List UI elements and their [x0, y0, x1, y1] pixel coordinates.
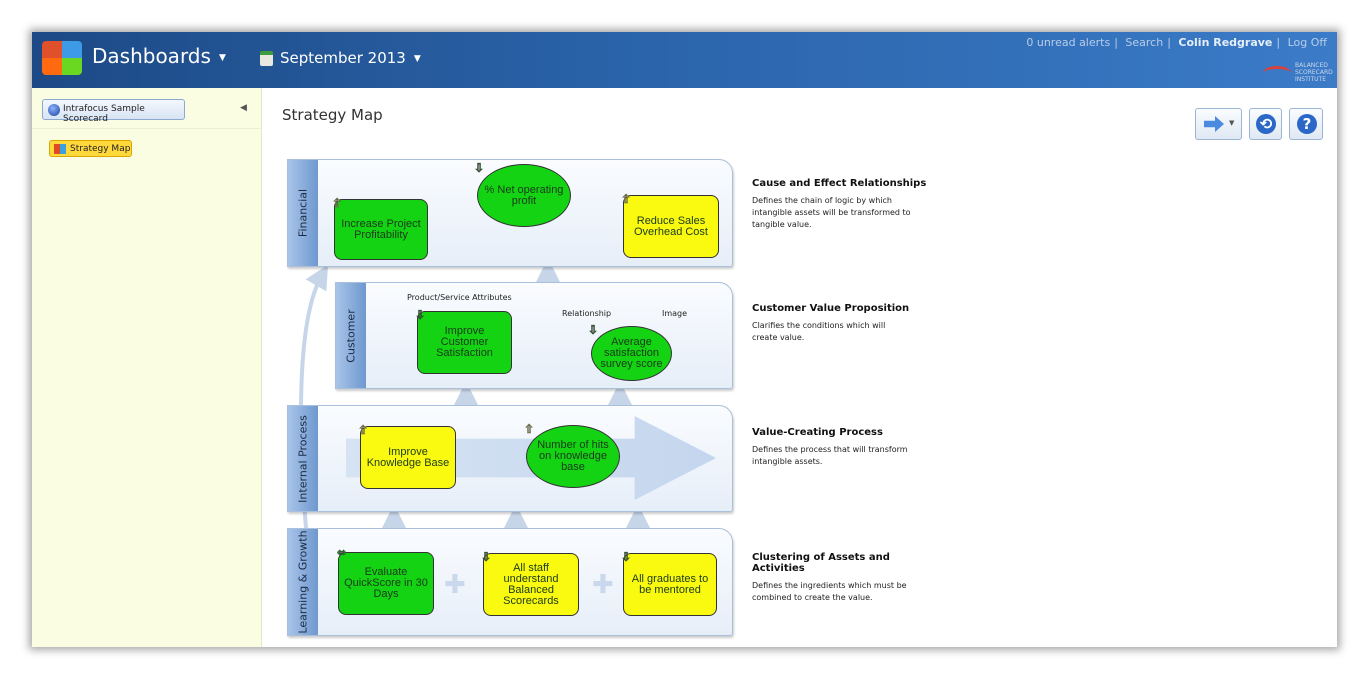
- dashboards-label: Dashboards: [92, 44, 211, 68]
- objective-label: Improve Knowledge Base: [366, 445, 450, 469]
- description-text: Defines the process that will transform …: [752, 445, 908, 466]
- description-text: Clarifies the conditions which will crea…: [752, 321, 886, 342]
- perspective-internal-process: Internal Process: [287, 405, 733, 512]
- period-label: September 2013: [280, 49, 406, 67]
- objective-improve-knowledge-base[interactable]: Improve Knowledge Base: [360, 426, 456, 489]
- user-link[interactable]: Colin Redgrave: [1178, 36, 1273, 49]
- help-icon: ?: [1297, 114, 1317, 134]
- export-button[interactable]: ▼: [1195, 108, 1242, 140]
- objective-average-satisfaction-survey-score[interactable]: Average satisfaction survey score: [591, 326, 672, 381]
- objective-all-graduates-mentored[interactable]: All graduates to be mentored: [623, 553, 717, 616]
- dashboards-menu[interactable]: Dashboards ▼: [92, 44, 226, 68]
- trend-down-icon: ⇩: [588, 323, 599, 337]
- description-text: Defines the chain of logic by which inta…: [752, 196, 911, 229]
- logoff-link[interactable]: Log Off: [1287, 36, 1327, 49]
- trend-up-icon: ⇧: [332, 196, 343, 210]
- chevron-down-icon: ▼: [1229, 119, 1235, 127]
- history-icon: ⟲: [1256, 114, 1276, 134]
- objective-label: Improve Customer Satisfaction: [436, 325, 493, 359]
- plus-icon: ✚: [592, 570, 614, 600]
- strategy-map-icon: [54, 144, 66, 154]
- description-title: Customer Value Proposition: [752, 303, 910, 314]
- perspective-label-text: Internal Process: [296, 414, 310, 503]
- description-title: Value-Creating Process: [752, 427, 883, 438]
- history-button[interactable]: ⟲: [1249, 108, 1282, 140]
- objective-label: All staff understand Balanced Scorecards: [503, 561, 559, 607]
- partner-logo-text: BALANCED SCORECARD INSTITUTE: [1295, 62, 1333, 83]
- objective-label: % Net operating profit: [484, 183, 564, 207]
- objective-evaluate-quickscore[interactable]: Evaluate QuickScore in 30 Days: [338, 552, 434, 615]
- objective-label: Average satisfaction survey score: [600, 336, 663, 370]
- trend-down-icon: ⇩: [481, 550, 492, 564]
- alerts-link[interactable]: 0 unread alerts: [1026, 36, 1111, 49]
- sidebar-item-strategy-map[interactable]: Strategy Map: [49, 140, 132, 157]
- page-title: Strategy Map: [282, 106, 383, 124]
- perspective-label: Financial: [288, 160, 318, 266]
- perspective-label: Customer: [336, 283, 366, 388]
- period-selector[interactable]: September 2013 ▼: [280, 49, 421, 67]
- objective-reduce-sales-overhead-cost[interactable]: Reduce Sales Overhead Cost: [623, 195, 719, 258]
- trend-both-icon: ⇔: [337, 546, 347, 559]
- scorecard-selector[interactable]: Intrafocus Sample Scorecard: [42, 99, 185, 124]
- objective-all-staff-understand-bsc[interactable]: All staff understand Balanced Scorecards: [483, 553, 579, 616]
- perspective-customer: Customer: [335, 282, 733, 389]
- plus-icon: ✚: [444, 570, 466, 600]
- objective-increase-project-profitability[interactable]: Increase Project Profitability: [334, 199, 428, 260]
- perspective-label-text: Learning & Growth: [296, 530, 310, 634]
- sidebar: Intrafocus Sample Scorecard ◀ Strategy M…: [32, 88, 262, 647]
- chevron-down-icon: ▼: [218, 52, 226, 63]
- calendar-icon: [260, 51, 273, 66]
- trend-up-icon: ⇧: [524, 422, 535, 436]
- objective-number-of-hits[interactable]: Number of hits on knowledge base: [526, 425, 620, 488]
- divider: [32, 128, 262, 129]
- trend-down-icon: ⇩: [474, 161, 485, 175]
- perspective-label: Learning & Growth: [288, 529, 318, 635]
- search-link[interactable]: Search: [1125, 36, 1164, 49]
- objective-improve-customer-satisfaction[interactable]: Improve Customer Satisfaction: [417, 311, 512, 374]
- trend-down-icon: ⇩: [415, 308, 426, 322]
- objective-label: Increase Project Profitability: [341, 217, 421, 241]
- partner-logo-icon: [1263, 66, 1291, 80]
- description-title: Cause and Effect Relationships: [752, 178, 927, 189]
- app-logo-icon: [42, 41, 82, 75]
- objective-label: All graduates to be mentored: [631, 572, 709, 596]
- chevron-down-icon: ▼: [413, 53, 421, 64]
- trend-up-icon: ⇧: [621, 192, 632, 206]
- trend-up-icon: ⇧: [358, 423, 369, 437]
- globe-icon: [48, 104, 60, 116]
- trend-down-icon: ⇩: [621, 550, 632, 564]
- subheading: Relationship: [562, 309, 612, 318]
- sidebar-item-label: Strategy Map: [70, 144, 131, 154]
- header-bar: Dashboards ▼ September 2013 ▼ 0 unread ale…: [32, 32, 1337, 88]
- perspective-label-text: Financial: [296, 188, 310, 238]
- perspective-label-text: Customer: [344, 308, 358, 363]
- top-links: 0 unread alerts| Search| Colin Redgrave|…: [1026, 36, 1327, 49]
- objective-label: Evaluate QuickScore in 30 Days: [344, 566, 428, 600]
- description-text: Defines the ingredients which must be co…: [752, 581, 907, 602]
- objective-label: Number of hits on knowledge base: [537, 439, 609, 473]
- subheading: Image: [662, 309, 688, 318]
- objective-label: Reduce Sales Overhead Cost: [634, 214, 708, 238]
- objective-net-operating-profit[interactable]: % Net operating profit: [477, 164, 571, 227]
- scorecard-label: Intrafocus Sample Scorecard: [63, 104, 145, 124]
- collapse-sidebar-icon[interactable]: ◀: [240, 103, 247, 113]
- description-title: Clustering of Assets and Activities: [752, 552, 890, 574]
- subheading: Product/Service Attributes: [407, 293, 512, 302]
- perspective-label: Internal Process: [288, 406, 318, 511]
- help-button[interactable]: ?: [1289, 108, 1323, 140]
